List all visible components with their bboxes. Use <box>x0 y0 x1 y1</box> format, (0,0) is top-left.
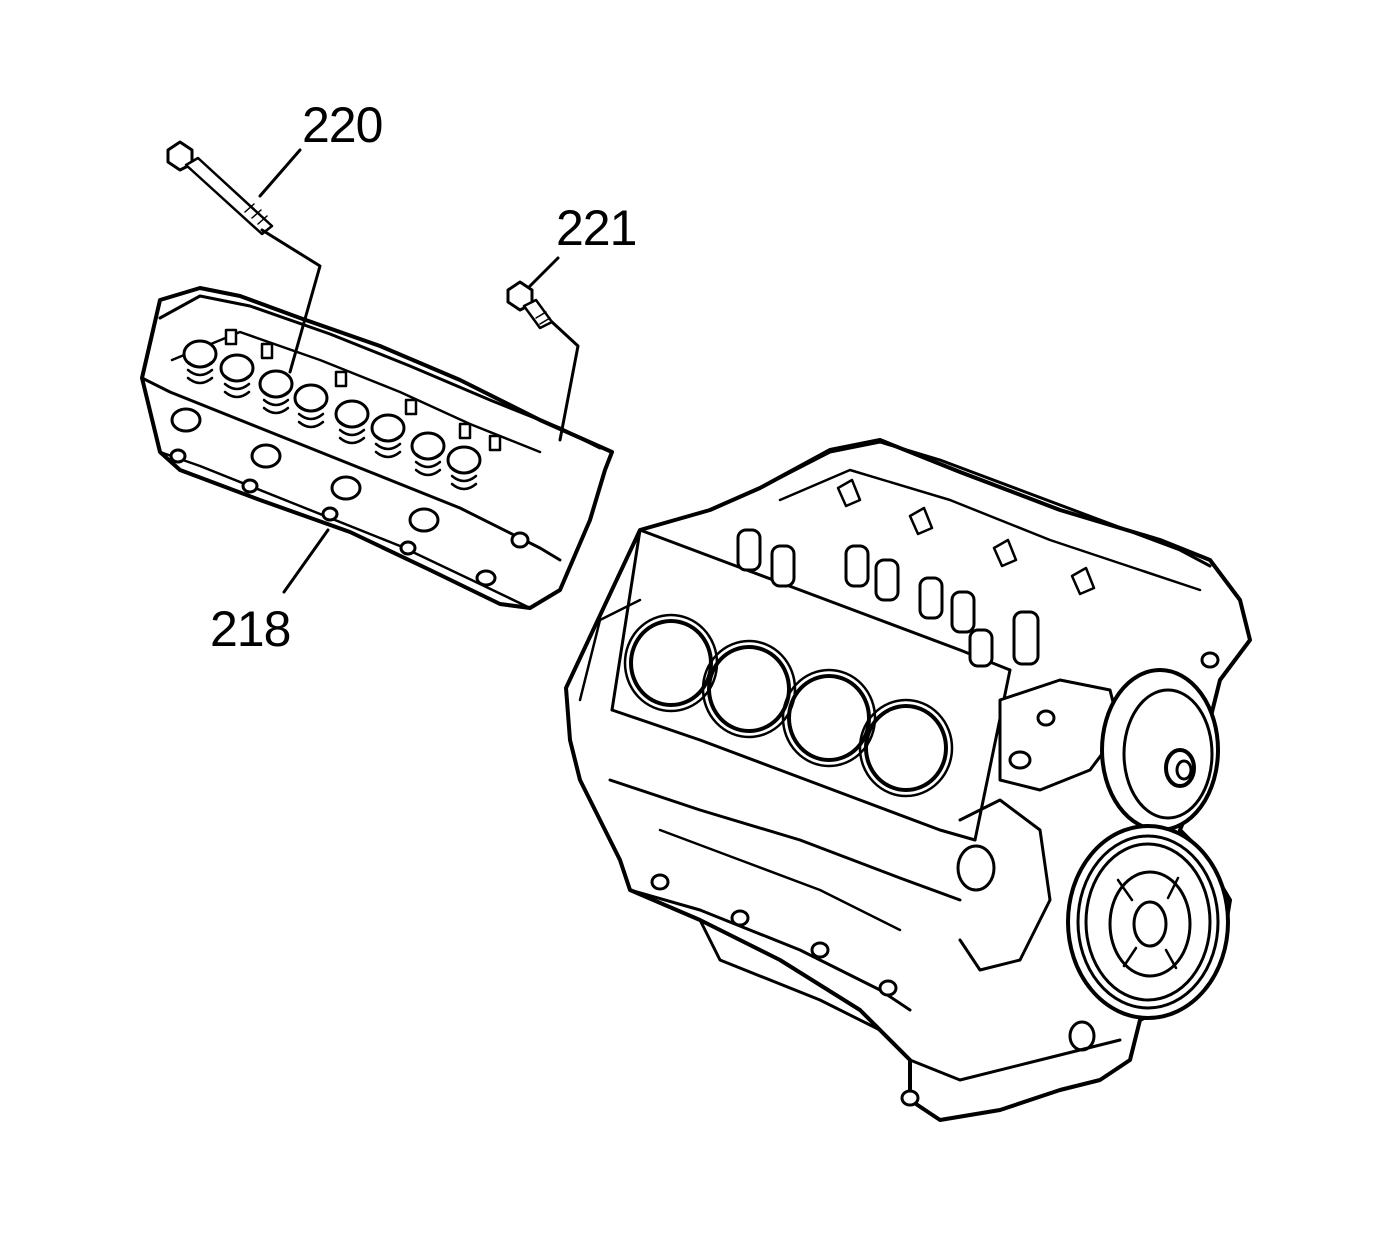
cylinder-head <box>140 286 614 610</box>
leader-lines <box>258 148 580 594</box>
leader-line-218 <box>282 528 330 594</box>
callout-218: 218 <box>210 601 291 657</box>
leader-line-220-to-head <box>260 228 322 374</box>
leader-line-221-to-head <box>550 320 580 442</box>
water-pump-pulley <box>1100 668 1220 832</box>
valve-springs <box>182 339 482 491</box>
cylinder-bores <box>623 613 954 798</box>
engine-block <box>564 438 1252 1122</box>
leader-line-221 <box>528 256 560 288</box>
callout-220: 220 <box>302 97 383 153</box>
long-head-bolt <box>166 140 274 236</box>
short-head-bolt <box>506 280 554 330</box>
crankshaft-balancer <box>1066 824 1230 1020</box>
callout-221: 221 <box>556 200 637 256</box>
leader-line-220 <box>258 148 302 198</box>
